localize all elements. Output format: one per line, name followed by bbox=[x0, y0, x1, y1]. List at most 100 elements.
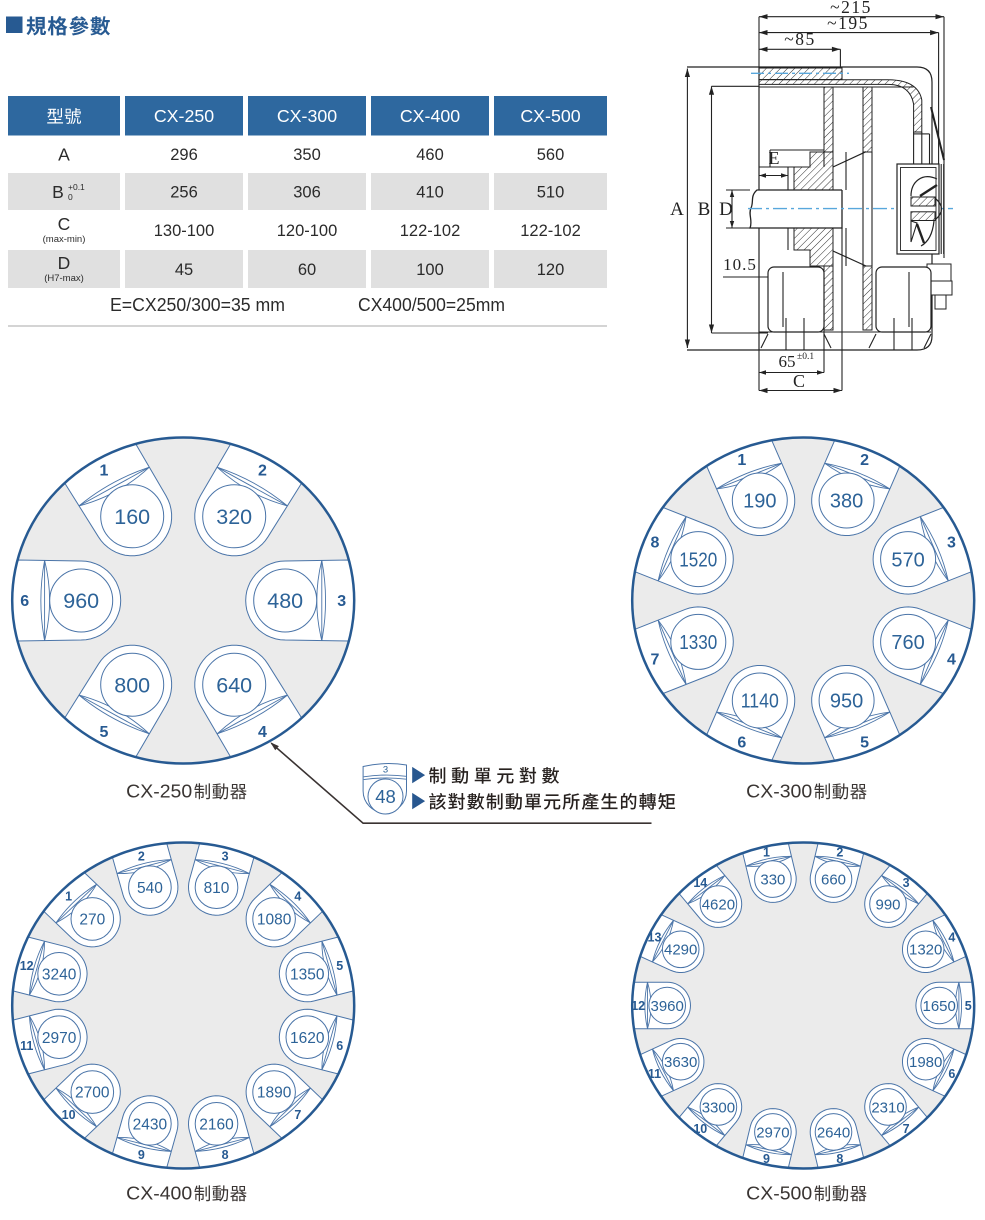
svg-text:950: 950 bbox=[830, 691, 863, 713]
svg-text:270: 270 bbox=[79, 912, 105, 929]
svg-text:3: 3 bbox=[903, 876, 910, 890]
svg-text:CX-300: CX-300 bbox=[746, 781, 812, 802]
svg-text:5: 5 bbox=[336, 959, 343, 973]
svg-text:2: 2 bbox=[836, 846, 843, 860]
svg-text:CX-250: CX-250 bbox=[154, 106, 215, 126]
svg-text:380: 380 bbox=[830, 491, 863, 513]
svg-text:2: 2 bbox=[860, 452, 869, 469]
svg-text:1980: 1980 bbox=[909, 1054, 942, 1071]
svg-text:CX-500: CX-500 bbox=[746, 1183, 812, 1204]
svg-text:410: 410 bbox=[416, 184, 444, 202]
svg-text:E: E bbox=[769, 148, 780, 168]
svg-text:4290: 4290 bbox=[664, 942, 697, 959]
svg-text:2700: 2700 bbox=[75, 1085, 110, 1102]
svg-text:1140: 1140 bbox=[741, 691, 779, 713]
svg-text:4620: 4620 bbox=[702, 897, 735, 914]
svg-text:CX-400: CX-400 bbox=[400, 106, 461, 126]
svg-text:2430: 2430 bbox=[133, 1116, 168, 1133]
svg-text:1330: 1330 bbox=[679, 632, 717, 654]
svg-text:3: 3 bbox=[222, 850, 229, 864]
svg-text:CX-500: CX-500 bbox=[520, 106, 581, 126]
svg-text:4: 4 bbox=[947, 652, 956, 669]
svg-text:120-100: 120-100 bbox=[277, 222, 338, 240]
svg-text:6: 6 bbox=[948, 1067, 955, 1081]
svg-text:4: 4 bbox=[294, 890, 301, 904]
svg-text:5: 5 bbox=[965, 999, 972, 1013]
svg-text:8: 8 bbox=[836, 1152, 843, 1166]
svg-text:8: 8 bbox=[222, 1148, 229, 1162]
svg-text:60: 60 bbox=[298, 261, 316, 279]
svg-text:B: B bbox=[52, 182, 64, 202]
svg-text:6: 6 bbox=[20, 593, 29, 610]
svg-text:306: 306 bbox=[293, 184, 321, 202]
svg-text:7: 7 bbox=[294, 1108, 301, 1122]
svg-text:100: 100 bbox=[416, 261, 444, 279]
svg-text:CX-400: CX-400 bbox=[126, 1183, 192, 1204]
svg-text:1520: 1520 bbox=[679, 549, 717, 571]
svg-text:1620: 1620 bbox=[290, 1030, 325, 1047]
svg-text:660: 660 bbox=[821, 872, 846, 889]
svg-text:760: 760 bbox=[891, 632, 924, 654]
svg-text:2640: 2640 bbox=[817, 1124, 850, 1141]
svg-text:990: 990 bbox=[875, 897, 900, 914]
svg-text:3: 3 bbox=[383, 765, 388, 776]
svg-text:130-100: 130-100 bbox=[154, 222, 215, 240]
svg-text:2970: 2970 bbox=[756, 1124, 789, 1141]
svg-text:E=CX250/300=35 mm: E=CX250/300=35 mm bbox=[110, 295, 285, 315]
svg-text:8: 8 bbox=[650, 535, 659, 552]
svg-text:480: 480 bbox=[267, 589, 303, 613]
svg-text:CX400/500=25mm: CX400/500=25mm bbox=[358, 295, 505, 315]
svg-text:1: 1 bbox=[763, 846, 770, 860]
svg-text:±0.1: ±0.1 bbox=[797, 352, 814, 362]
svg-text:A: A bbox=[670, 199, 684, 220]
svg-text:2: 2 bbox=[138, 850, 145, 864]
svg-text:3630: 3630 bbox=[664, 1054, 697, 1071]
svg-text:(H7-max): (H7-max) bbox=[44, 273, 84, 284]
svg-text:460: 460 bbox=[416, 146, 444, 164]
svg-text:1: 1 bbox=[737, 452, 746, 469]
svg-text:3: 3 bbox=[337, 593, 346, 610]
svg-text:CX-250: CX-250 bbox=[126, 781, 192, 802]
svg-text:190: 190 bbox=[743, 491, 776, 513]
svg-text:6: 6 bbox=[336, 1039, 343, 1053]
svg-text:(max-min): (max-min) bbox=[43, 234, 86, 245]
svg-text:7: 7 bbox=[903, 1122, 910, 1136]
svg-text:5: 5 bbox=[860, 734, 869, 751]
svg-text:510: 510 bbox=[537, 184, 565, 202]
svg-text:12: 12 bbox=[20, 959, 34, 973]
svg-text:330: 330 bbox=[760, 872, 785, 889]
svg-text:~195: ~195 bbox=[827, 13, 869, 33]
svg-text:4: 4 bbox=[258, 724, 267, 741]
svg-text:1320: 1320 bbox=[909, 942, 942, 959]
svg-text:120: 120 bbox=[537, 261, 565, 279]
svg-text:640: 640 bbox=[216, 673, 252, 697]
svg-text:1650: 1650 bbox=[923, 998, 956, 1015]
svg-text:7: 7 bbox=[650, 652, 659, 669]
svg-text:296: 296 bbox=[170, 146, 198, 164]
svg-text:10.5: 10.5 bbox=[723, 255, 757, 274]
svg-text:~215: ~215 bbox=[830, 0, 872, 17]
svg-text:1: 1 bbox=[100, 462, 109, 479]
svg-text:13: 13 bbox=[648, 931, 662, 945]
svg-text:1350: 1350 bbox=[290, 966, 325, 983]
svg-text:960: 960 bbox=[63, 589, 99, 613]
svg-text:320: 320 bbox=[216, 505, 252, 529]
svg-text:540: 540 bbox=[137, 880, 163, 897]
svg-text:D: D bbox=[719, 199, 733, 220]
svg-text:C: C bbox=[58, 214, 71, 234]
svg-text:D: D bbox=[58, 253, 71, 273]
svg-text:800: 800 bbox=[114, 673, 150, 697]
svg-text:+0.1: +0.1 bbox=[68, 182, 85, 192]
svg-text:1080: 1080 bbox=[257, 912, 292, 929]
svg-text:48: 48 bbox=[375, 786, 396, 807]
svg-text:3960: 3960 bbox=[651, 998, 684, 1015]
svg-text:160: 160 bbox=[114, 505, 150, 529]
svg-text:3240: 3240 bbox=[42, 966, 77, 983]
svg-text:45: 45 bbox=[175, 261, 193, 279]
svg-text:C: C bbox=[793, 371, 805, 391]
svg-text:9: 9 bbox=[138, 1148, 145, 1162]
svg-text:810: 810 bbox=[204, 880, 230, 897]
svg-text:1: 1 bbox=[65, 890, 72, 904]
svg-text:0: 0 bbox=[68, 192, 73, 202]
svg-text:350: 350 bbox=[293, 146, 321, 164]
